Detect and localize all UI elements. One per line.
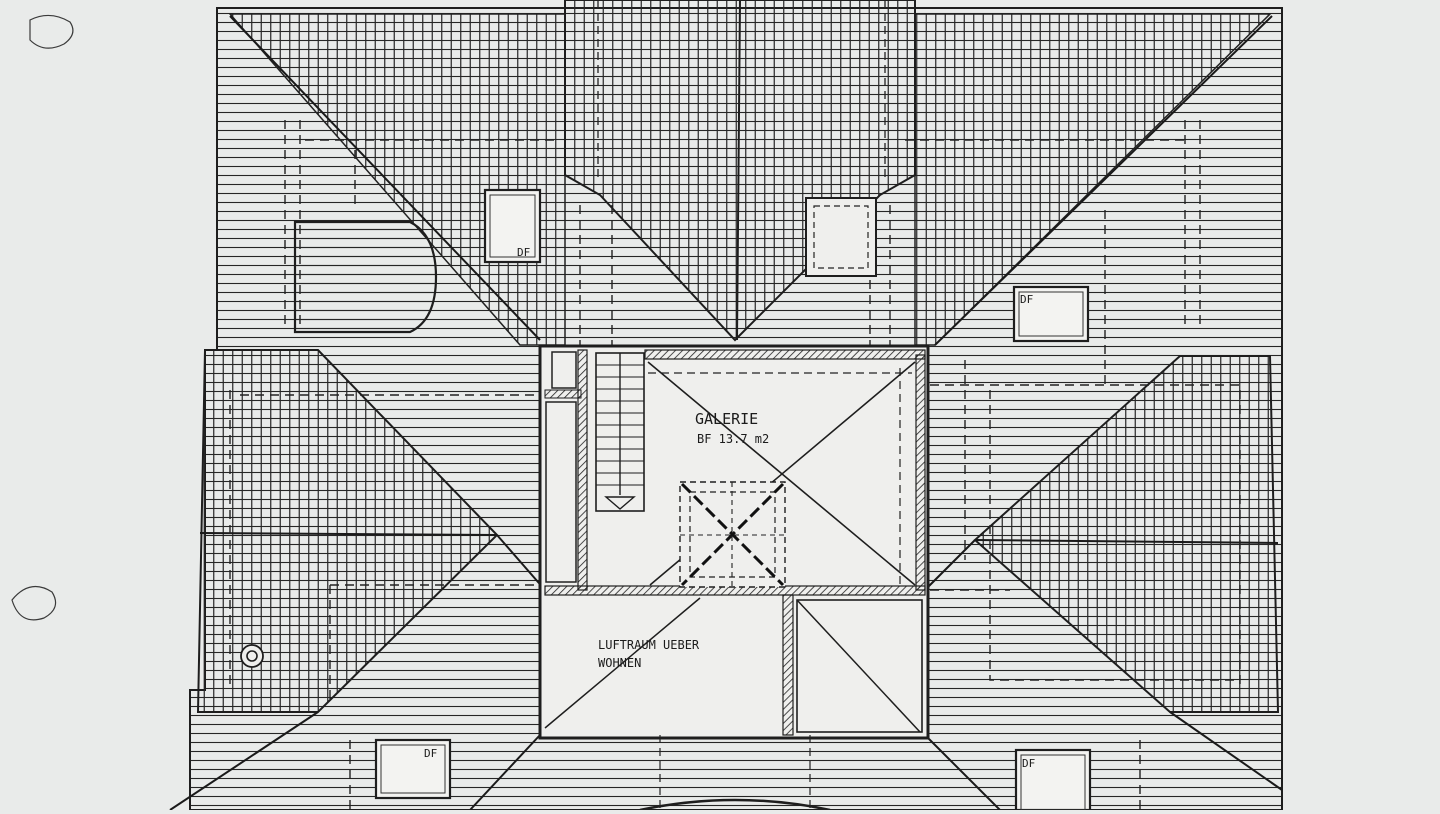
bottom-bay-arc (639, 798, 831, 812)
staircase (595, 352, 645, 512)
chimney-box (805, 197, 877, 277)
wall-hatched (915, 354, 926, 591)
luftraum-diagonals (544, 597, 921, 733)
skylight-1: DF (483, 188, 542, 264)
paper-smudge (11, 14, 74, 621)
wall-hatched (644, 349, 926, 360)
wall-hatched (577, 349, 588, 591)
void-opening (679, 481, 786, 588)
left-bay-window (293, 220, 438, 334)
room-label-luftraum-2: WOHNEN (598, 656, 641, 670)
roof-vent-icon (240, 644, 264, 668)
dormer-ridge (736, 0, 741, 341)
skylight-label: DF (424, 747, 437, 760)
room-area-galerie: BF 13.7 m2 (697, 432, 769, 446)
central-core: GALERIE BF 13.7 m2 LUFTRAUM UEBER WOHNEN (538, 344, 930, 740)
skylight-label: DF (1022, 757, 1035, 770)
wall-hatched (782, 594, 794, 736)
skylight-label: DF (517, 246, 530, 259)
wall-dash-lines (229, 120, 1241, 810)
roof-ridge-lines (169, 15, 1283, 811)
roof-left-wing (196, 349, 499, 713)
room-label-luftraum: LUFTRAUM UEBER (598, 638, 700, 652)
skylight-4: DF (1014, 748, 1092, 812)
skylight-3: DF (374, 738, 452, 800)
wall-hatched (544, 389, 582, 399)
room-name-galerie: GALERIE (695, 410, 758, 428)
roof-right-wing (973, 355, 1280, 713)
skylight-2: DF (1012, 285, 1090, 343)
skylight-label: DF (1020, 293, 1033, 306)
